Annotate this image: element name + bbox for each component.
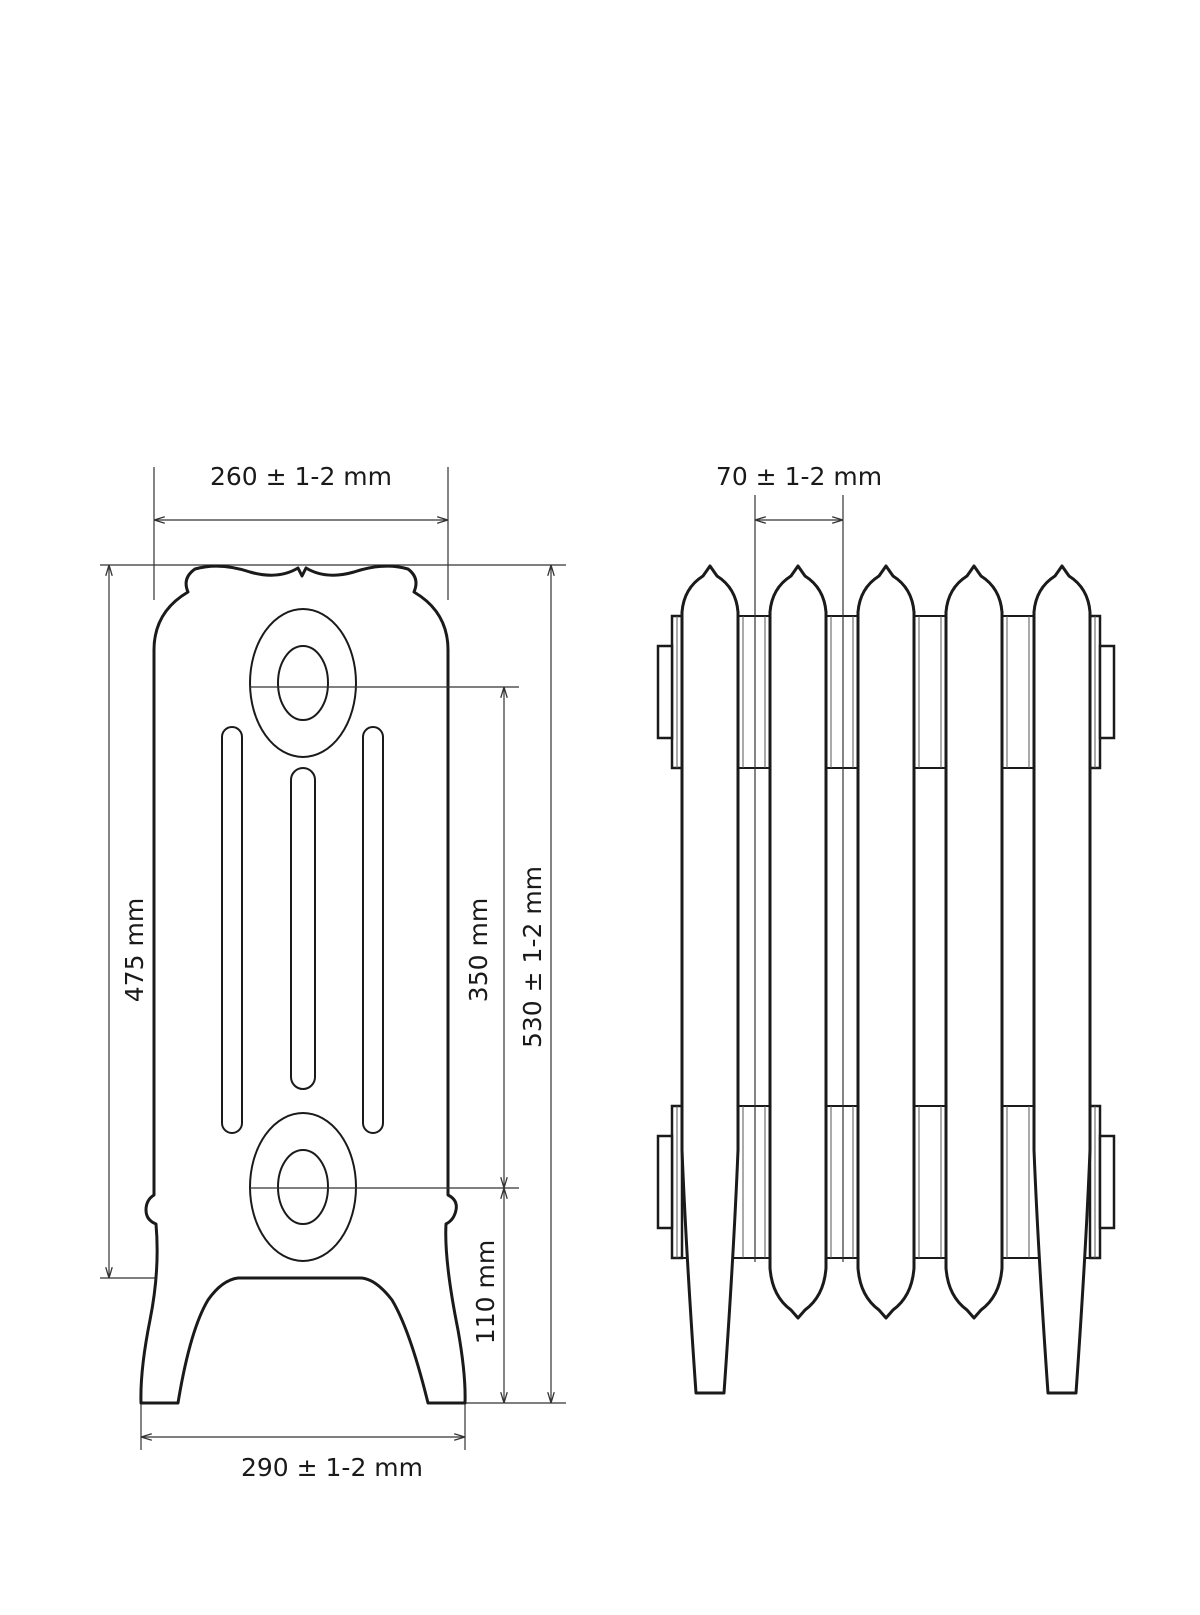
total-height-label: 530 ± 1-2 mm [518, 866, 547, 1048]
width-top-label: 260 ± 1-2 mm [210, 462, 392, 491]
end-plug-left [656, 1134, 674, 1230]
section-pitch-label: 70 ± 1-2 mm [716, 462, 882, 491]
top-hub-ring [249, 608, 357, 758]
middle-section [768, 564, 828, 1320]
end-plug-right [1098, 644, 1116, 740]
front-view: 260 ± 1-2 mm 290 ± 1-2 mm 475 mm 350 mm … [100, 462, 566, 1482]
bottom-hub-ring [249, 1112, 357, 1262]
leg-height-label: 110 mm [471, 1240, 500, 1344]
slot-right [362, 726, 384, 1134]
end-section [1032, 564, 1092, 1395]
bottom-hub-bore [277, 1149, 329, 1225]
radiator-section-front [139, 564, 467, 1405]
top-hub-bore [277, 645, 329, 721]
middle-section [856, 564, 916, 1320]
body-height-label: 475 mm [120, 898, 149, 1002]
width-bottom-label: 290 ± 1-2 mm [241, 1453, 423, 1482]
end-plug-left [656, 644, 674, 740]
side-view: 70 ± 1-2 mm [656, 462, 1116, 1395]
middle-section [944, 564, 1004, 1320]
slot-left [221, 726, 243, 1134]
end-section [680, 564, 740, 1395]
slot-center [290, 767, 316, 1090]
axis-distance-label: 350 mm [464, 898, 493, 1002]
end-plug-right [1098, 1134, 1116, 1230]
